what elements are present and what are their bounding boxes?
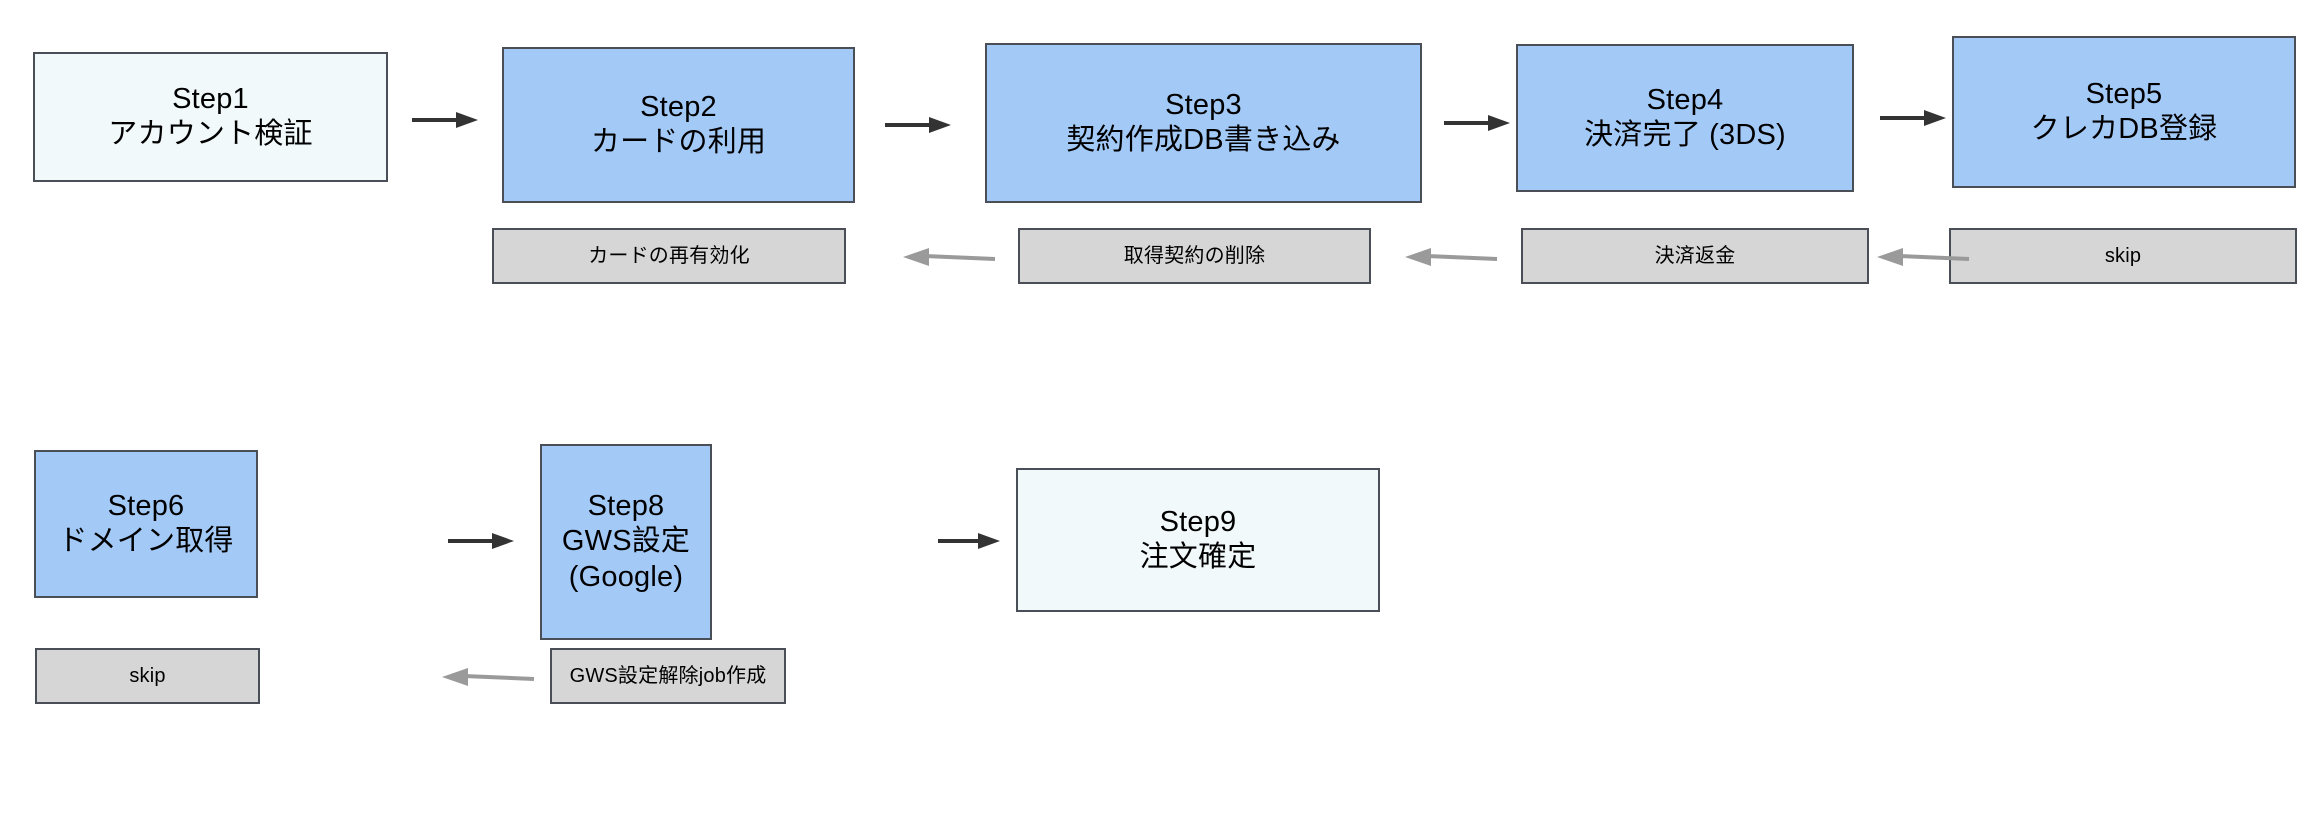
node-step3[interactable]: Step3 契約作成DB書き込み xyxy=(985,43,1422,203)
arrow-step4-to-step5 xyxy=(1880,110,1946,126)
arrow-step1-to-step2 xyxy=(412,112,478,128)
node-step5-label: Step5 クレカDB登録 xyxy=(2030,77,2218,145)
node-rollback-skip-bottom[interactable]: skip xyxy=(35,648,260,704)
arrow-rollback-gws-to-skip-bottom xyxy=(442,668,535,686)
arrow-rollback-skip-to-refund xyxy=(1877,248,1970,266)
node-rollback-card-reactivate[interactable]: カードの再有効化 xyxy=(492,228,846,284)
node-step8[interactable]: Step8 GWS設定 (Google) xyxy=(540,444,712,640)
node-step4[interactable]: Step4 決済完了 (3DS) xyxy=(1516,44,1854,192)
arrow-rollback-refund-to-contract xyxy=(1405,248,1498,266)
node-step4-label: Step4 決済完了 (3DS) xyxy=(1584,83,1786,151)
node-rollback-skip-bottom-label: skip xyxy=(129,664,166,687)
node-step8-label: Step8 GWS設定 (Google) xyxy=(561,489,691,593)
node-step9[interactable]: Step9 注文確定 xyxy=(1016,468,1380,612)
node-rollback-card-reactivate-label: カードの再有効化 xyxy=(588,244,750,267)
node-step1[interactable]: Step1 アカウント検証 xyxy=(33,52,388,182)
arrow-step2-to-step3 xyxy=(885,117,951,133)
arrow-step3-to-step4 xyxy=(1444,115,1510,131)
arrow-rollback-contract-to-card xyxy=(903,248,996,266)
node-rollback-payment-refund-label: 決済返金 xyxy=(1654,244,1736,267)
node-step5[interactable]: Step5 クレカDB登録 xyxy=(1952,36,2296,188)
node-step6-label: Step6 ドメイン取得 xyxy=(58,489,234,557)
node-step2-label: Step2 カードの利用 xyxy=(590,90,767,158)
node-rollback-payment-refund[interactable]: 決済返金 xyxy=(1521,228,1869,284)
node-step3-label: Step3 契約作成DB書き込み xyxy=(1066,88,1341,156)
node-rollback-contract-delete-label: 取得契約の削除 xyxy=(1123,244,1266,267)
node-rollback-gws-unset-job-label: GWS設定解除job作成 xyxy=(569,664,767,687)
node-rollback-contract-delete[interactable]: 取得契約の削除 xyxy=(1018,228,1371,284)
node-step2[interactable]: Step2 カードの利用 xyxy=(502,47,855,203)
node-step9-label: Step9 注文確定 xyxy=(1139,505,1257,573)
node-rollback-skip-top[interactable]: skip xyxy=(1949,228,2297,284)
node-step6[interactable]: Step6 ドメイン取得 xyxy=(34,450,258,598)
node-rollback-gws-unset-job[interactable]: GWS設定解除job作成 xyxy=(550,648,786,704)
arrow-step8-to-step9 xyxy=(938,533,1000,549)
arrow-step6-to-step8 xyxy=(448,533,514,549)
node-step1-label: Step1 アカウント検証 xyxy=(108,82,313,150)
node-rollback-skip-top-label: skip xyxy=(2104,244,2142,267)
